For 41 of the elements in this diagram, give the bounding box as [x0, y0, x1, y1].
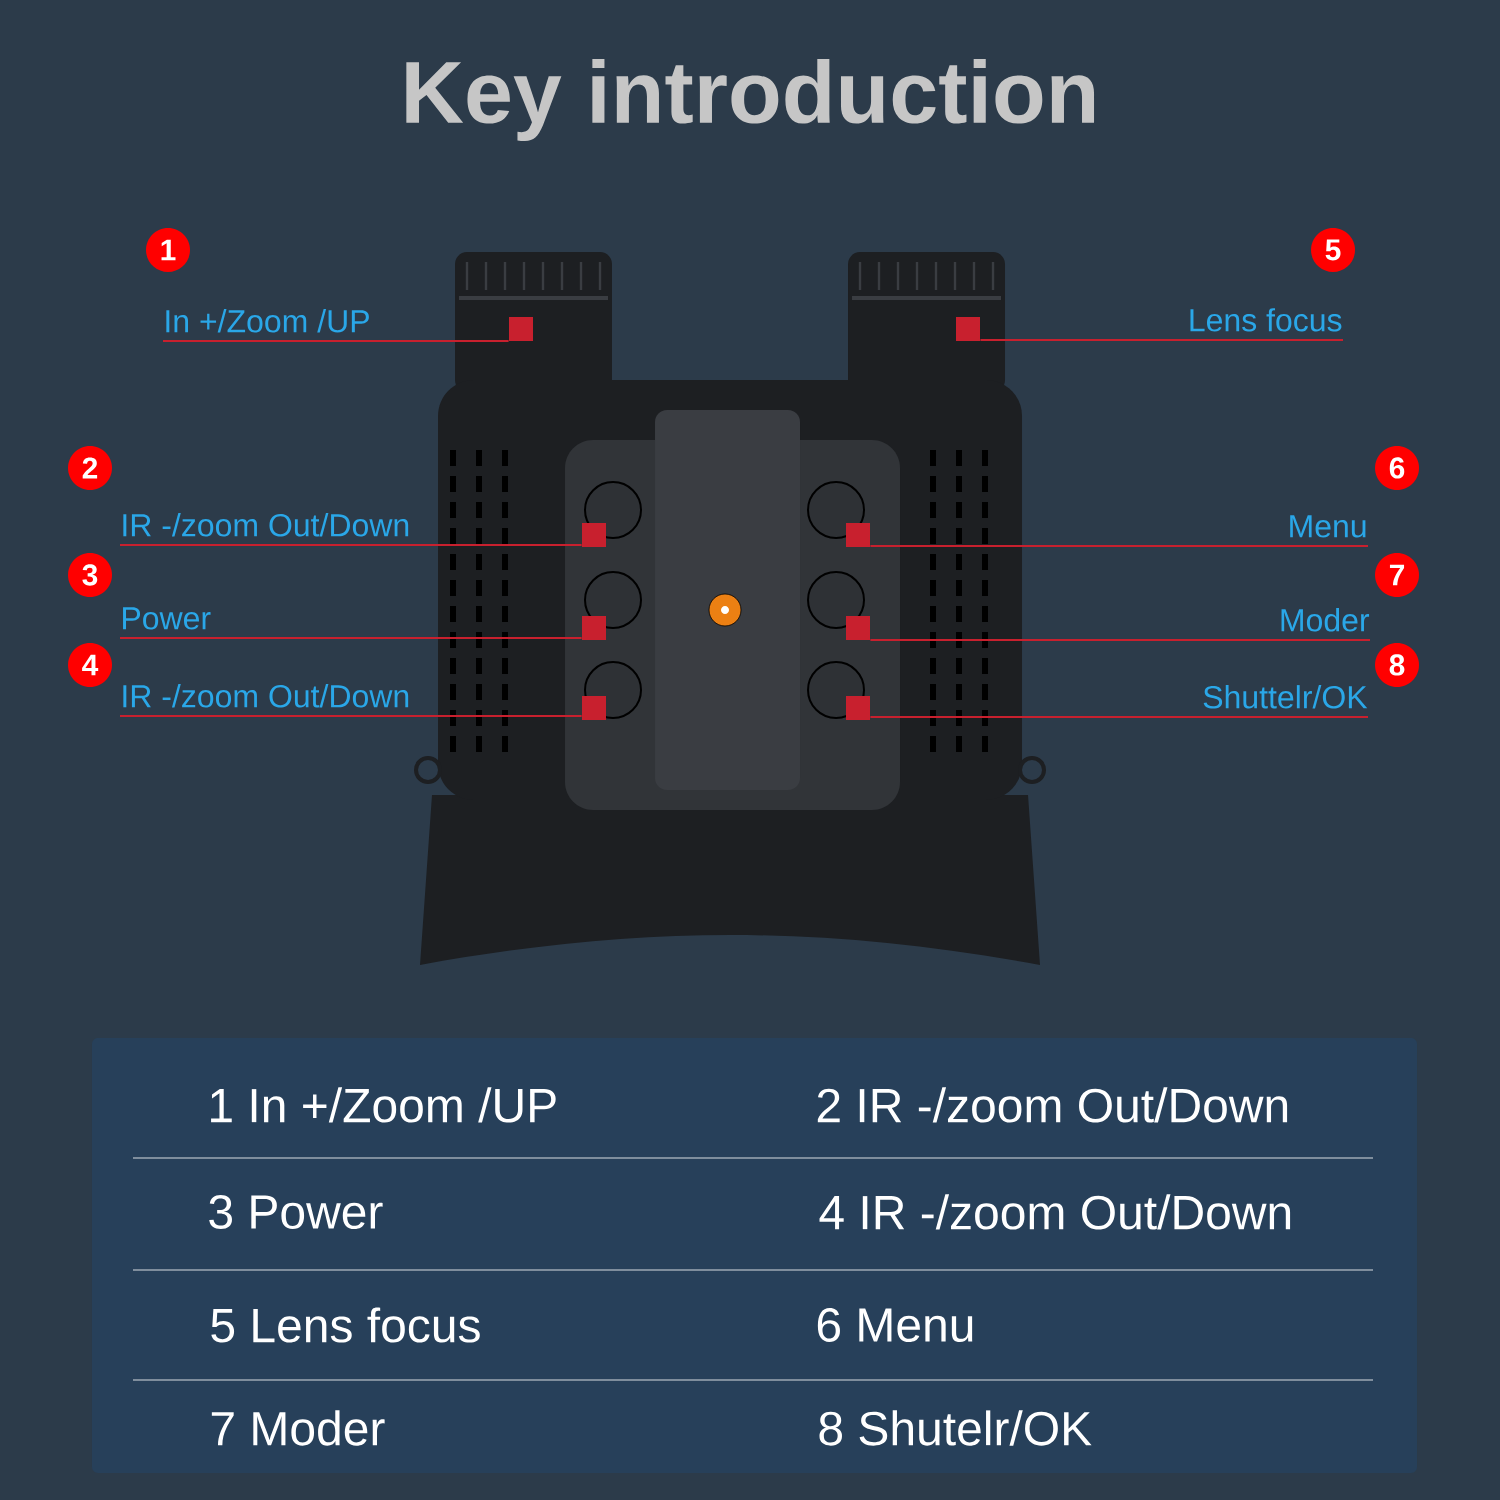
- table-cell: 3 Power: [209, 1195, 383, 1229]
- table-cell: 7 Moder: [211, 1410, 385, 1446]
- table-cell: 2 IR -/zoom Out/Down: [817, 1087, 1288, 1123]
- callout-number: 1: [146, 228, 190, 272]
- callout-label: Shuttelr/OK: [1203, 685, 1368, 709]
- marker-square: [509, 317, 533, 341]
- leader-line: [119, 637, 583, 639]
- callout-number: 3: [68, 553, 112, 597]
- title: Key introduction: [406, 58, 1095, 141]
- callout-label: Moder: [1281, 608, 1370, 632]
- leader-line: [869, 545, 1369, 547]
- callout-label: Power: [123, 607, 211, 630]
- callout-number: 5: [1311, 228, 1355, 272]
- marker-square: [846, 696, 870, 720]
- table-cell: 6 Menu: [817, 1308, 973, 1342]
- callout-label: Menu: [1290, 515, 1366, 538]
- marker-square: [846, 616, 870, 640]
- table-cell: 4 IR -/zoom Out/Down: [819, 1194, 1291, 1230]
- marker-square: [846, 523, 870, 547]
- callout-label: In +/Zoom /UP: [166, 309, 369, 333]
- table-cell: 5 Lens focus: [211, 1307, 480, 1343]
- callout-number: 7: [1375, 553, 1419, 597]
- callout-label: IR -/zoom Out/Down: [123, 684, 409, 708]
- callout-number: 2: [68, 446, 112, 490]
- leader-line: [869, 639, 1371, 641]
- callout-label: Lens focus: [1190, 308, 1342, 332]
- marker-square: [582, 616, 606, 640]
- leader-line: [119, 544, 583, 546]
- leader-line: [979, 339, 1344, 341]
- marker-square: [582, 523, 606, 547]
- table-cell: 8 Shutelr/OK: [819, 1410, 1092, 1446]
- callout-number: 8: [1375, 643, 1419, 687]
- marker-square: [956, 317, 980, 341]
- callout-label: IR -/zoom Out/Down: [123, 513, 409, 537]
- table-cell: 1 In +/Zoom /UP: [211, 1087, 556, 1123]
- leader-line: [119, 715, 583, 717]
- marker-square: [582, 696, 606, 720]
- callout-number: 6: [1375, 446, 1419, 490]
- leader-line: [162, 340, 510, 342]
- callout-number: 4: [68, 643, 112, 687]
- leader-line: [869, 716, 1369, 718]
